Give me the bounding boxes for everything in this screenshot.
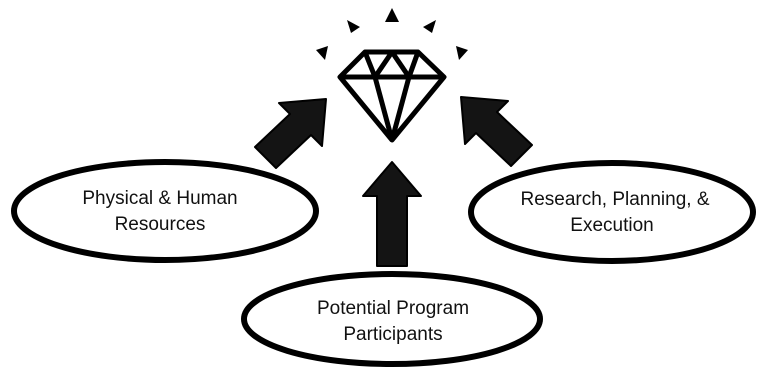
arrow-right: [460, 96, 533, 167]
node-right-line1: Research, Planning, &: [520, 189, 709, 210]
node-left-line1: Physical & Human: [82, 188, 237, 209]
sparkle-icon: [316, 8, 468, 60]
node-research-planning-execution: Research, Planning, & Execution: [468, 160, 756, 264]
sparkle-right: [456, 46, 468, 60]
node-bottom-line1: Potential Program: [317, 298, 469, 319]
node-physical-human-resources: Physical & Human Resources: [11, 159, 319, 263]
node-bottom-line2: Participants: [343, 324, 442, 345]
node-potential-program-participants: Potential Program Participants: [241, 271, 543, 367]
sparkle-top: [385, 8, 399, 22]
sparkle-left: [316, 46, 328, 60]
node-right-line2: Execution: [570, 215, 653, 236]
arrow-left: [254, 98, 327, 169]
arrow-center: [362, 161, 422, 267]
diamond-icon: [337, 49, 447, 143]
sparkle-upper-left: [347, 20, 360, 33]
sparkle-upper-right: [423, 20, 436, 33]
node-left-line2: Resources: [115, 214, 206, 235]
